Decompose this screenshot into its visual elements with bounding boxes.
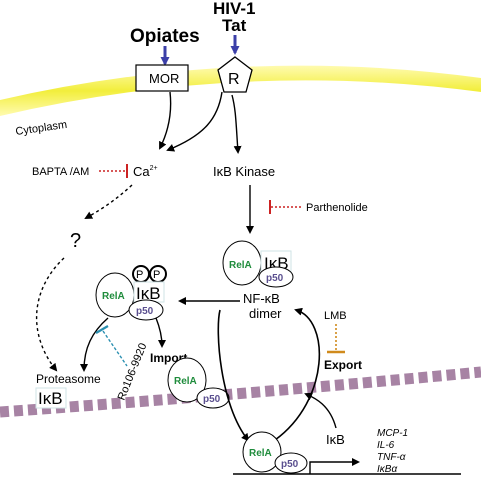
mor-to-ca-arrow (159, 91, 172, 150)
import-cycle-arrow (217, 309, 250, 442)
parthenolide-label: Parthenolide (306, 202, 368, 214)
rela-nuclear (242, 431, 282, 473)
gene-il6: IL-6 (377, 440, 395, 451)
ikb-label-proteasome: IκB (38, 389, 63, 408)
ro-label: Ro106-9920 (116, 341, 150, 402)
p50-label-nuclear: p50 (281, 459, 299, 470)
calcium-superscript: 2+ (150, 165, 158, 172)
hiv-label: HIV-1 (213, 0, 256, 18)
ca-to-unknown-arrow (84, 184, 133, 219)
dimer-label: dimer (249, 306, 282, 321)
rela-label-phospho: RelA (102, 291, 125, 302)
p50-label-top: p50 (266, 273, 284, 284)
nuclear-membrane (0, 366, 481, 418)
rela-label-import: RelA (174, 376, 197, 387)
r-to-ca-arrow (166, 91, 223, 152)
rela-label-nuclear: RelA (249, 448, 272, 459)
calcium-label: Ca2+ (133, 164, 158, 179)
gene-ikba: IκBα (377, 464, 397, 475)
nfkb-label: NF-κB (243, 291, 280, 306)
calcium-text: Ca (133, 164, 150, 179)
ikb-label-phospho: IκB (136, 284, 161, 303)
proteasome-label: Proteasome (36, 372, 101, 386)
opiates-label: Opiates (130, 26, 200, 47)
r-to-ikk-arrow (231, 94, 242, 154)
tat-receptor (217, 56, 253, 93)
lmb-label: LMB (324, 310, 347, 322)
p50-nuclear (274, 452, 308, 474)
unknown-to-proteasome-arrow (36, 257, 65, 372)
unknown-mechanism: ? (70, 230, 81, 252)
complex-to-proteasome-arrow (80, 317, 109, 372)
gene-mcp1: MCP-1 (377, 428, 408, 439)
export-label: Export (324, 358, 362, 372)
p50-import (196, 387, 230, 409)
gene-tnfa: TNF-α (377, 452, 406, 463)
cell-membrane (0, 65, 481, 116)
complex-to-import-arrow (155, 317, 166, 348)
ro-bar (95, 325, 109, 334)
mor-label: MOR (149, 71, 179, 86)
ro-inhibition (102, 330, 128, 367)
p50-label-import: p50 (203, 394, 221, 405)
p50-label-phospho: p50 (136, 306, 154, 317)
phospho-label-2: P (153, 269, 160, 281)
bapta-label: BAPTA /AM (32, 166, 89, 178)
ikb-box-proteasome (35, 387, 67, 409)
export-cycle-arrow (274, 307, 321, 441)
mor-receptor (135, 64, 189, 92)
transcription-arrow (309, 458, 360, 474)
tat-label: Tat (222, 16, 247, 35)
rela-import (167, 357, 207, 403)
p50-complex-phospho (128, 299, 164, 321)
p50-complex-top (258, 266, 294, 288)
ikb-export-arrow (304, 392, 337, 429)
phospho-label-1: P (136, 269, 143, 281)
ikb-kinase-label: IκB Kinase (213, 164, 275, 179)
rela-label-top: RelA (229, 260, 252, 271)
cytoplasm-label: Cytoplasm (15, 119, 68, 138)
receptor-label: R (228, 71, 240, 88)
ikb-label-nuclear: IκB (326, 432, 345, 447)
